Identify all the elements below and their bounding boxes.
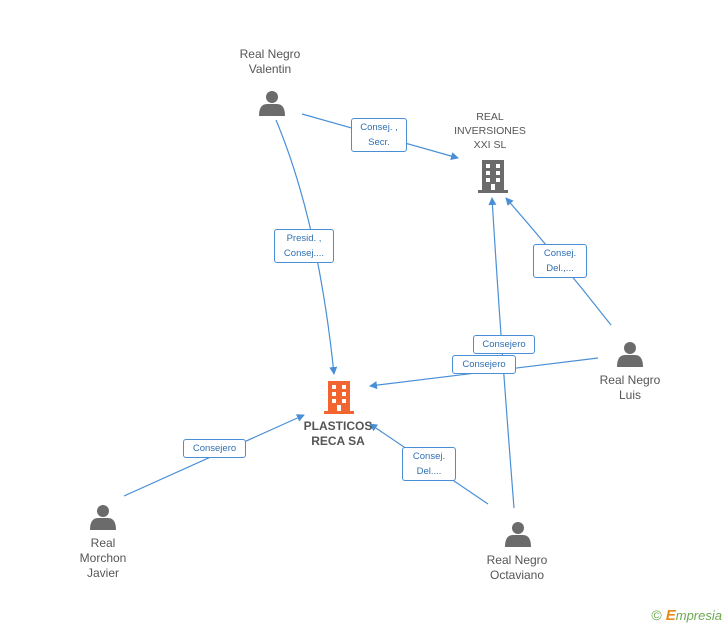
person-icon xyxy=(90,505,116,530)
node-label-plasticos-reca[interactable]: PLASTICOS RECA SA xyxy=(303,419,373,448)
node-label-real-inversiones[interactable]: REAL INVERSIONES XXI SL xyxy=(454,111,526,151)
edge-label-consej-del-octaviano: Consej. Del.... xyxy=(402,447,456,481)
edge-label-consejero-luis: Consejero xyxy=(452,355,516,374)
brand-initial: E xyxy=(665,607,676,624)
copyright-symbol: © xyxy=(651,607,662,623)
node-label-luis[interactable]: Real Negro Luis xyxy=(599,373,661,402)
edge-label-consejero-javier: Consejero xyxy=(183,439,246,458)
person-icon xyxy=(617,342,643,367)
edge-label-presid-consej: Presid. , Consej.... xyxy=(274,229,334,263)
person-icon xyxy=(259,91,285,116)
building-focus-icon xyxy=(324,381,354,414)
person-icon xyxy=(505,522,531,547)
node-label-octaviano[interactable]: Real Negro Octaviano xyxy=(486,553,548,582)
edge-label-consej-secr: Consej. , Secr. xyxy=(351,118,407,152)
edge-label-consejero-octaviano-inv: Consejero xyxy=(473,335,535,354)
brand-name: mpresia xyxy=(675,608,722,623)
edge-label-consej-del-luis: Consej. Del.,... xyxy=(533,244,587,278)
empresia-logo[interactable]: ©Empresia xyxy=(651,607,722,624)
node-label-valentin[interactable]: Real Negro Valentin xyxy=(239,47,301,76)
node-label-javier[interactable]: Real Morchon Javier xyxy=(79,536,127,580)
building-icon xyxy=(478,160,508,193)
